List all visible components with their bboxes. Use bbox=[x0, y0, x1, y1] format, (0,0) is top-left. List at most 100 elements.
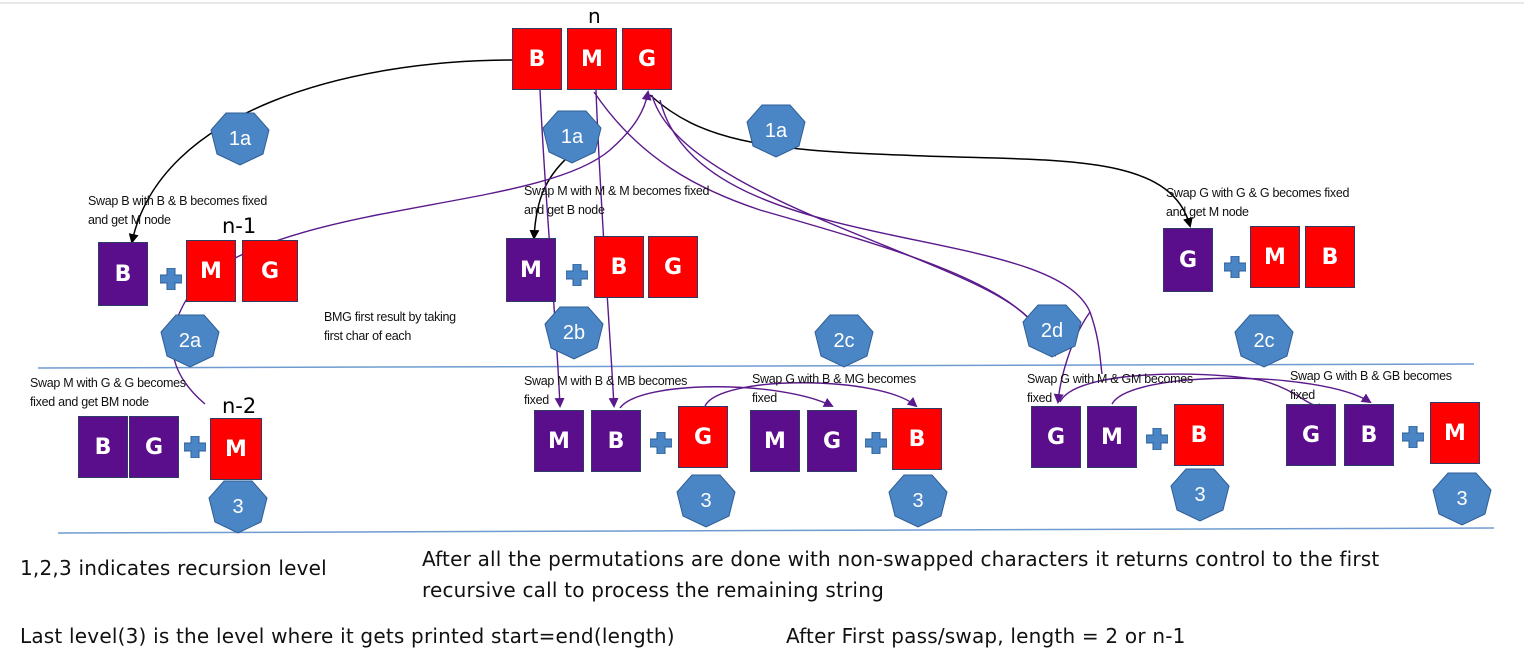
step-label-2c-mid: 2c bbox=[833, 329, 855, 352]
l2-c-fixed-g: G bbox=[807, 410, 857, 472]
plus-icon bbox=[1402, 426, 1424, 448]
step-badge-1a-mid: 1a bbox=[542, 110, 602, 164]
annotation-bmg-line1: BMG first result by taking bbox=[324, 310, 456, 324]
permutation-note-line1: After all the permutations are done with… bbox=[422, 547, 1380, 571]
annotation-swap-m: Swap M with M & M becomes fixed and get … bbox=[524, 182, 710, 220]
step-badge-2b: 2b bbox=[544, 306, 604, 360]
step-badge-1a-left: 1a bbox=[210, 112, 270, 166]
l2-d-fixed-m: M bbox=[1087, 406, 1137, 468]
annotation-swap-g-line2: and get M node bbox=[1166, 205, 1249, 219]
l2-c-rest-b: B bbox=[892, 408, 942, 470]
arrow-root-to-left bbox=[128, 59, 514, 244]
step-badge-3-b: 3 bbox=[676, 474, 736, 528]
annotation-swap-mb-line2: fixed bbox=[524, 393, 549, 407]
l1-right-rest-m: M bbox=[1250, 226, 1300, 288]
annotation-swap-mg-line2: fixed and get BM node bbox=[30, 395, 149, 409]
permutation-note-line2: recursive call to process the remaining … bbox=[422, 578, 884, 602]
level-label-n: n bbox=[588, 4, 601, 28]
l2-e-fixed-b: B bbox=[1344, 404, 1394, 466]
step-badge-1a-right: 1a bbox=[746, 104, 806, 158]
l2-e-fixed-g: G bbox=[1286, 404, 1336, 466]
plus-icon bbox=[160, 268, 182, 290]
level-label-n-1: n-1 bbox=[222, 214, 257, 238]
annotation-bmg-first-result: BMG first result by taking first char of… bbox=[324, 308, 456, 346]
step-label-3-d: 3 bbox=[1194, 483, 1206, 506]
step-badge-3-a: 3 bbox=[208, 480, 268, 534]
level-divider-upper bbox=[37, 363, 1475, 369]
level-label-n-2: n-2 bbox=[222, 394, 257, 418]
step-label-3-b: 3 bbox=[700, 489, 712, 512]
level-divider-lower bbox=[57, 527, 1495, 534]
annotation-swap-m-line2: and get B node bbox=[524, 203, 605, 217]
annotation-swap-gb-gb-line2: fixed bbox=[1290, 388, 1315, 402]
l2-a-fixed-b: B bbox=[78, 416, 128, 478]
l1-right-fixed-g: G bbox=[1163, 228, 1213, 292]
l2-a-rest-m: M bbox=[210, 418, 262, 480]
step-badge-3-c: 3 bbox=[888, 474, 948, 528]
l1-right-rest-b: B bbox=[1305, 226, 1355, 288]
l2-c-fixed-m: M bbox=[750, 410, 800, 472]
annotation-swap-gb-mg-line2: fixed bbox=[752, 391, 777, 405]
arrow-root-to-right bbox=[649, 94, 1193, 228]
annotation-swap-gb-gb-line1: Swap G with B & GB becomes bbox=[1290, 369, 1452, 383]
plus-icon bbox=[650, 432, 672, 454]
step-label-2c-right: 2c bbox=[1253, 329, 1275, 352]
annotation-swap-b: Swap B with B & B becomes fixed and get … bbox=[88, 192, 267, 230]
l1-mid-rest-g: G bbox=[648, 236, 698, 298]
annotation-swap-g-line1: Swap G with G & G becomes fixed bbox=[1166, 186, 1350, 200]
step-badge-2c-mid: 2c bbox=[814, 314, 874, 368]
root-char-b: B bbox=[512, 28, 562, 90]
step-badge-2d: 2d bbox=[1022, 304, 1082, 358]
l1-mid-fixed-m: M bbox=[506, 238, 556, 302]
arrow-swap-gm bbox=[1059, 373, 1321, 406]
l2-a-fixed-g: G bbox=[129, 416, 179, 478]
permutation-note: After all the permutations are done with… bbox=[422, 544, 1379, 606]
step-badge-3-d: 3 bbox=[1170, 468, 1230, 522]
annotation-swap-b-line2: and get M node bbox=[88, 213, 171, 227]
step-label-3-a: 3 bbox=[232, 495, 244, 518]
arrow-backtrack-right bbox=[659, 99, 1103, 375]
annotation-swap-gm-line1: Swap G with M & GM becomes bbox=[1027, 372, 1193, 386]
l1-mid-rest-b: B bbox=[594, 236, 644, 298]
annotation-swap-mg: Swap M with G & G becomes fixed and get … bbox=[30, 374, 186, 412]
annotation-swap-g: Swap G with G & G becomes fixed and get … bbox=[1166, 184, 1349, 222]
l2-b-fixed-b: B bbox=[591, 410, 641, 472]
annotation-swap-mb-line1: Swap M with B & MB becomes bbox=[524, 374, 688, 388]
plus-icon bbox=[566, 264, 588, 286]
annotation-swap-mg-line1: Swap M with G & G becomes bbox=[30, 376, 186, 390]
step-badge-2a: 2a bbox=[160, 314, 220, 368]
step-label-2b: 2b bbox=[562, 321, 586, 344]
l2-b-rest-g: G bbox=[678, 406, 728, 468]
l2-d-fixed-g: G bbox=[1031, 406, 1081, 468]
step-label-2a: 2a bbox=[178, 329, 202, 352]
step-label-1a-right: 1a bbox=[764, 119, 788, 142]
annotation-swap-gb-mg: Swap G with B & MG becomes fixed bbox=[752, 370, 916, 408]
annotation-swap-gm-line2: fixed bbox=[1027, 391, 1052, 405]
annotation-swap-gb-gb: Swap G with B & GB becomes fixed bbox=[1290, 367, 1452, 405]
arrow-swap-g-to-b bbox=[704, 382, 918, 408]
arrow-root-to-2d bbox=[593, 91, 1041, 331]
annotation-bmg-line2: first char of each bbox=[324, 329, 412, 343]
l2-d-rest-b: B bbox=[1174, 404, 1224, 466]
plus-icon bbox=[184, 436, 206, 458]
l1-left-rest-g: G bbox=[242, 240, 298, 302]
l1-left-rest-m: M bbox=[186, 240, 236, 302]
first-pass-note: After First pass/swap, length = 2 or n-1 bbox=[786, 624, 1186, 648]
recursion-level-note: 1,2,3 indicates recursion level bbox=[20, 556, 327, 580]
step-badge-2c-right: 2c bbox=[1234, 314, 1294, 368]
l2-b-fixed-m: M bbox=[534, 410, 584, 472]
root-char-m: M bbox=[567, 28, 617, 90]
annotation-swap-b-line1: Swap B with B & B becomes fixed bbox=[88, 194, 267, 208]
last-level-note: Last level(3) is the level where it gets… bbox=[20, 624, 675, 648]
root-char-g: G bbox=[622, 28, 672, 90]
l2-e-rest-m: M bbox=[1430, 402, 1480, 464]
plus-icon bbox=[1146, 428, 1168, 450]
arrow-swap-mb-to-mg bbox=[619, 386, 834, 409]
plus-icon bbox=[1224, 256, 1246, 278]
step-label-1a-mid: 1a bbox=[560, 125, 584, 148]
step-label-3-c: 3 bbox=[912, 489, 924, 512]
annotation-swap-m-line1: Swap M with M & M becomes fixed bbox=[524, 184, 710, 198]
l1-left-fixed-b: B bbox=[98, 242, 148, 306]
annotation-swap-gb-mg-line1: Swap G with B & MG becomes bbox=[752, 372, 916, 386]
